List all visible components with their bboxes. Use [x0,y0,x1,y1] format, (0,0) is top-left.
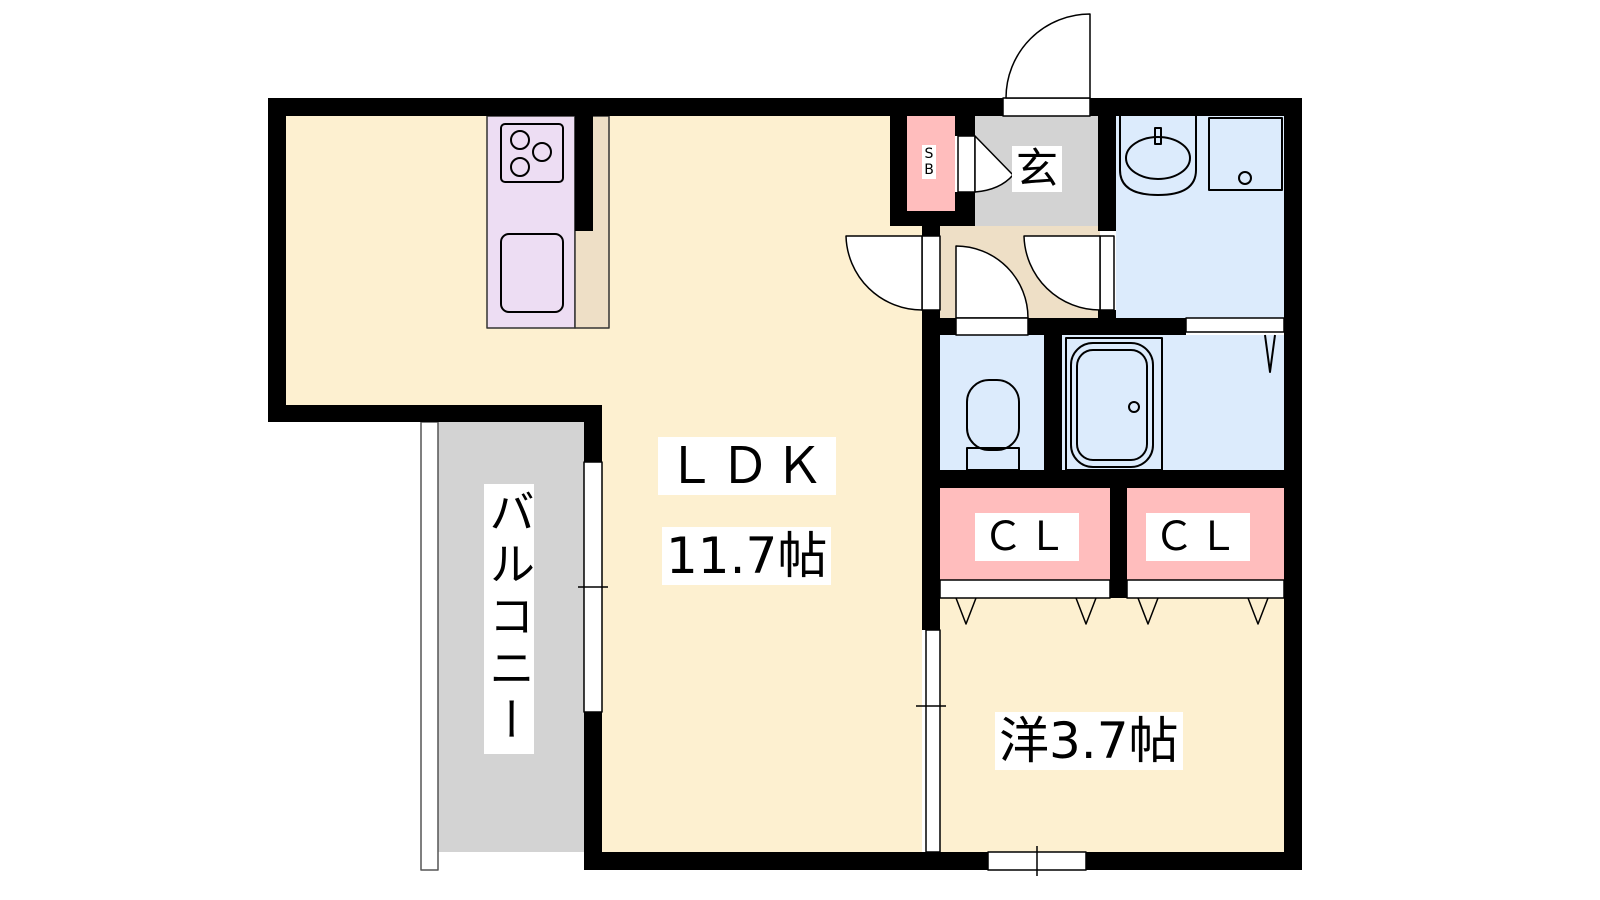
washbasin [1119,116,1197,196]
stove [500,123,564,183]
balcony-rail [420,421,439,871]
entrance-label: 玄 [1012,146,1063,192]
closet-2-door [1126,579,1285,599]
ldk-label: ＬＤＫ [658,437,836,495]
toilet-door [955,245,1029,319]
ldk-size: 11.7帖 [662,527,832,585]
bath-floor [1062,335,1284,470]
doors-windows [578,13,1285,876]
washroom-floor [1116,116,1284,318]
western-room-label: 洋3.7帖 [995,712,1183,770]
washroom-door [1099,235,1115,311]
sink [500,233,564,313]
shoebox-label: SB [921,145,937,179]
toilet [966,379,1020,451]
balcony-label: バルコニー [482,484,536,754]
closet-2-label: ＣＬ [1146,513,1250,561]
entrance-door [1002,97,1091,117]
ldk-door [921,235,941,311]
room-sliding-door [925,629,941,853]
closet-1-label: ＣＬ [975,513,1079,561]
washing-machine-pan [1208,117,1283,191]
closet-1-door [939,579,1111,599]
